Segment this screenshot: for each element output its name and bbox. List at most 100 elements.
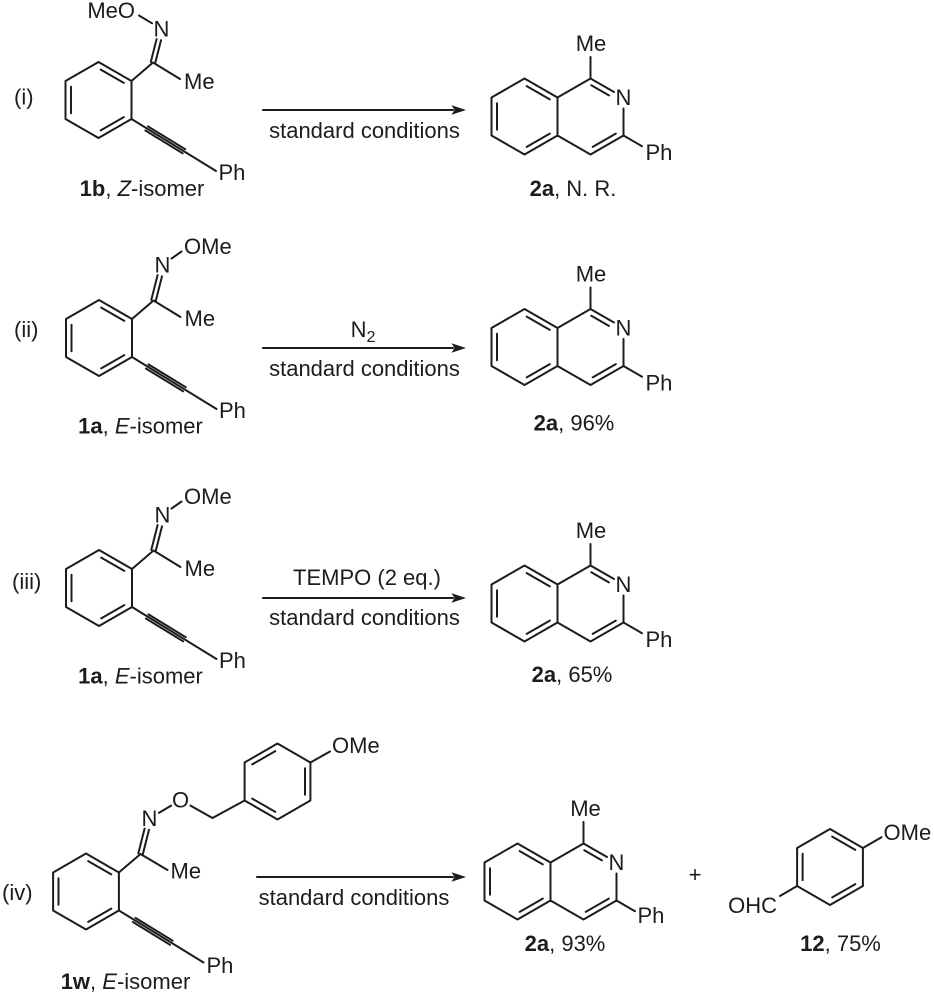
product-label-2a: 2a, 96% — [534, 411, 615, 436]
atom-label-me: Me — [185, 556, 216, 581]
compound-label-1a: 1a, E-isomer — [78, 414, 203, 439]
separator: , — [103, 664, 115, 689]
compound-id: 2a — [532, 662, 557, 687]
result-text: , 93% — [549, 931, 605, 956]
reaction-arrow-iv: standard conditions — [256, 872, 466, 910]
reaction-arrow-iii: TEMPO (2 eq.) standard conditions — [262, 565, 466, 630]
compound-id: 1a — [78, 664, 103, 689]
bonds-2a — [490, 56, 643, 156]
bonds-1a — [65, 250, 218, 410]
atom-label-ome: OMe — [884, 820, 932, 845]
atom-label-n: N — [616, 572, 632, 597]
atom-label-ph: Ph — [219, 648, 246, 673]
result-text: , 75% — [825, 931, 881, 956]
reagent-text: TEMPO (2 eq.) — [293, 565, 441, 590]
atom-label-ph: Ph — [646, 627, 673, 652]
compound-id: 1a — [78, 414, 103, 439]
reaction-arrow-i: standard conditions — [262, 105, 466, 143]
atom-label-n: N — [154, 17, 170, 42]
compound-label-1w: 1w, E-isomer — [61, 969, 191, 994]
row-label: (iii) — [12, 569, 41, 594]
atom-label-n: N — [155, 253, 171, 278]
conditions-text: standard conditions — [269, 605, 460, 630]
compound-id: 2a — [534, 411, 559, 436]
product-label-2a: 2a, 93% — [525, 931, 606, 956]
reaction-row-i: (i) MeO N Me Ph 1b, Z-isomer standard co… — [14, 0, 672, 201]
atom-label-meo: MeO — [87, 0, 135, 23]
bonds-1w — [52, 742, 331, 964]
atom-label-me: Me — [576, 31, 607, 56]
atom-label-ph: Ph — [207, 953, 234, 978]
compound-id: 2a — [530, 176, 555, 201]
reaction-row-ii: (ii) N OMe Me Ph 1a, E-isomer N2 standar… — [14, 234, 672, 439]
bonds-2a — [490, 286, 643, 386]
isomer-letter: E — [115, 414, 130, 439]
result-text: , 65% — [556, 662, 612, 687]
product-label-2a: 2a, 65% — [532, 662, 613, 687]
atom-label-ph: Ph — [646, 140, 673, 165]
separator: , — [90, 969, 102, 994]
isomer-letter: Z — [117, 176, 133, 201]
separator: , — [103, 414, 115, 439]
compound-label-1b: 1b, Z-isomer — [80, 176, 205, 201]
reactant-structure-1a: N OMe Me Ph 1a, E-isomer — [65, 234, 246, 439]
plus-sign: + — [689, 862, 702, 887]
arrow-head — [451, 872, 466, 882]
atom-label-me: Me — [570, 796, 601, 821]
row-label: (i) — [14, 85, 34, 110]
arrow-head — [451, 343, 466, 353]
compound-label-1a: 1a, E-isomer — [78, 664, 203, 689]
compound-id: 12 — [800, 931, 824, 956]
compound-id: 1w — [61, 969, 91, 994]
product-structure-2a: Me N Ph 2a, 65% — [490, 518, 673, 687]
conditions-text: standard conditions — [259, 885, 450, 910]
reactant-structure-1w: N O OMe Me Ph 1w, E-isomer — [52, 733, 380, 994]
result-text: , 96% — [558, 411, 614, 436]
isomer-letter: E — [115, 664, 130, 689]
atom-label-n: N — [616, 85, 632, 110]
arrow-head — [451, 105, 466, 115]
conditions-text: standard conditions — [269, 118, 460, 143]
atom-label-n: N — [142, 806, 158, 831]
atom-label-n: N — [155, 503, 171, 528]
row-label: (iv) — [2, 880, 33, 905]
product-label-2a: 2a, N. R. — [530, 176, 617, 201]
bonds-1b — [64, 14, 217, 172]
product-structure-2a: Me N Ph 2a, 93% — [483, 796, 664, 956]
atom-label-me: Me — [184, 69, 215, 94]
bonds-2a — [483, 821, 636, 921]
reactant-structure-1a: N OMe Me Ph 1a, E-isomer — [65, 484, 246, 689]
atom-label-ome: OMe — [184, 234, 232, 259]
atom-label-ome: OMe — [184, 484, 232, 509]
isomer-suffix: -isomer — [131, 176, 204, 201]
isomer-suffix: -isomer — [130, 414, 203, 439]
reagent-main: N — [351, 317, 367, 342]
result-text: , N. R. — [554, 176, 616, 201]
product-structure-2a: Me N Ph 2a, 96% — [490, 262, 673, 436]
compound-id: 1b — [80, 176, 106, 201]
reactant-structure-1b: MeO N Me Ph 1b, Z-isomer — [64, 0, 246, 201]
reagent-subscript: 2 — [366, 329, 375, 346]
reagent-text: N2 — [351, 317, 376, 346]
atom-label-ph: Ph — [646, 371, 673, 396]
atom-label-o: O — [172, 788, 189, 813]
bonds-1a — [65, 500, 218, 660]
row-label: (ii) — [14, 317, 38, 342]
separator: , — [105, 176, 117, 201]
atom-label-n: N — [616, 316, 632, 341]
arrow-head — [451, 593, 466, 603]
isomer-suffix: -isomer — [117, 969, 190, 994]
reaction-arrow-ii: N2 standard conditions — [262, 317, 466, 381]
reaction-row-iii: (iii) N OMe Me Ph 1a, E-isomer TEMPO (2 … — [12, 484, 672, 689]
atom-label-ome: OMe — [332, 733, 380, 758]
product-structure-2a: Me N Ph 2a, N. R. — [490, 31, 673, 201]
atom-label-me: Me — [576, 262, 607, 287]
conditions-text: standard conditions — [269, 356, 460, 381]
isomer-suffix: -isomer — [130, 664, 203, 689]
atom-label-ph: Ph — [219, 160, 246, 185]
atom-label-ohc: OHC — [728, 893, 777, 918]
bonds-12 — [779, 828, 883, 906]
atom-label-me: Me — [576, 518, 607, 543]
